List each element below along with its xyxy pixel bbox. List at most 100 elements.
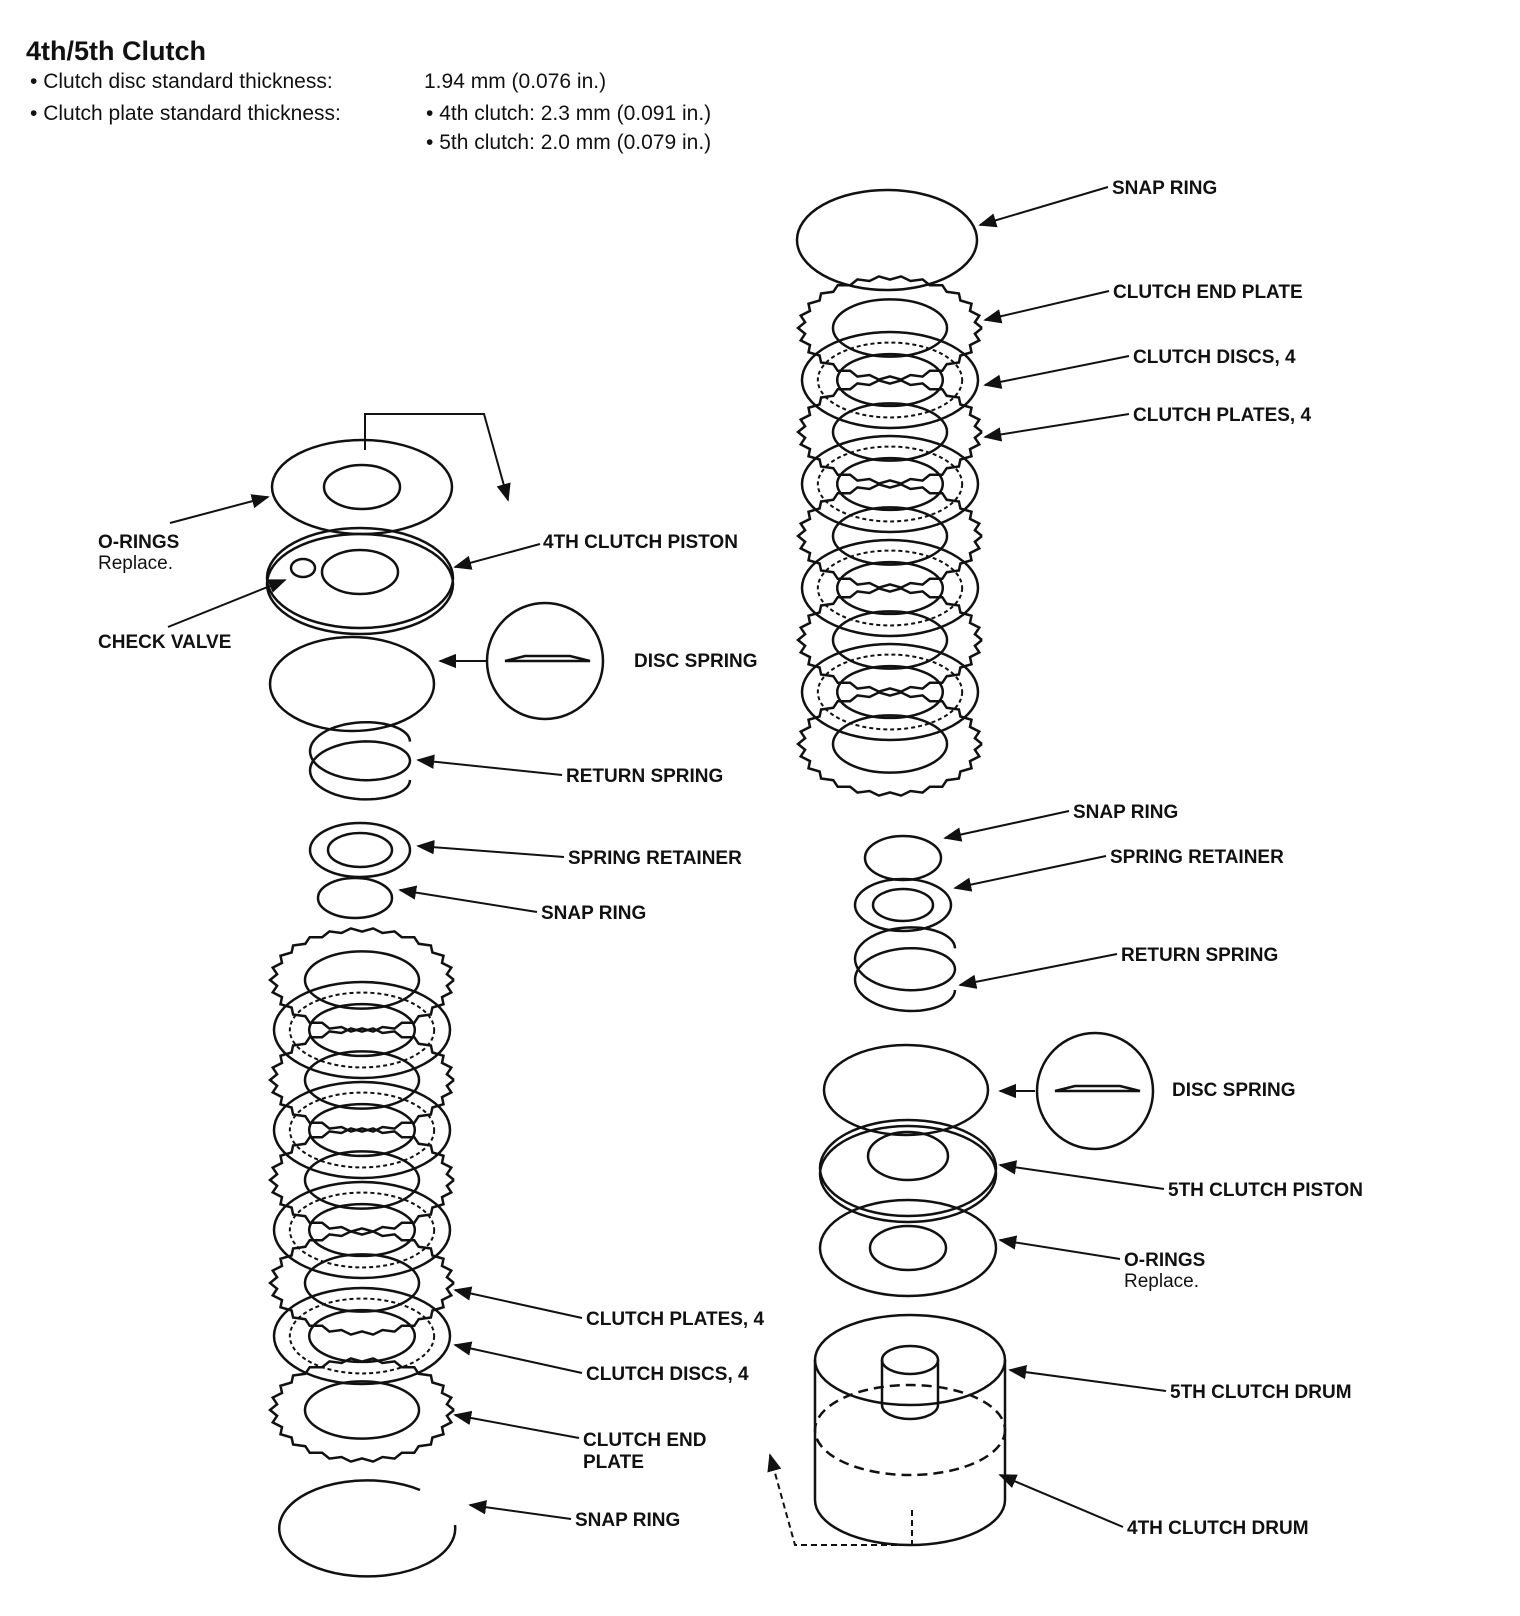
clutch-disc-left-3 [272, 1080, 452, 1180]
leader-4th-clutch-drum [998, 1474, 1124, 1528]
spec-plate-5th: • 5th clutch: 2.0 mm (0.079 in.) [426, 131, 711, 155]
label-return-spring-left: RETURN SPRING [566, 766, 724, 787]
clutch-disc-right-0 [800, 330, 980, 430]
clutch-plate-left-0 [268, 927, 455, 1033]
spec-plate-label: Clutch plate standard thickness: [43, 102, 341, 125]
leader-4th-clutch-piston [453, 543, 541, 570]
clutch-drum-body [813, 1360, 1007, 1547]
4th-clutch-piston-edge [265, 532, 455, 636]
clutch-disc-left-5-inner [307, 1202, 417, 1258]
label-clutch-end-plate-right: CLUTCH END PLATE [1113, 282, 1303, 303]
clutch-plate-left-8-inner [303, 1380, 421, 1440]
spec-plate-5th-value: 5th clutch: 2.0 mm (0.079 in.) [439, 131, 712, 154]
label-o-rings-right-note: Replace. [1124, 1271, 1199, 1292]
spec-plate-4th: • 4th clutch: 2.3 mm (0.091 in.) [426, 102, 711, 126]
clutch-disc-left-5 [272, 1180, 452, 1280]
label-clutch-discs-left: CLUTCH DISCS, 4 [586, 1364, 749, 1385]
right-clutch-stack [795, 188, 1155, 1547]
leader-o-rings-left [169, 494, 270, 524]
clutch-plate-right-5 [796, 587, 983, 693]
leader-clutch-end-plate-left [453, 1410, 580, 1439]
leader-check-valve [167, 579, 287, 628]
clutch-plate-left-4 [268, 1127, 455, 1233]
label-check-valve: CHECK VALVE [98, 632, 232, 653]
label-o-rings-left: O-RINGS [98, 532, 180, 553]
left-clutch-stack [265, 438, 605, 1578]
bullet: • [30, 102, 38, 125]
clutch-disc-right-2-inner [835, 456, 945, 512]
drum-hub [880, 1360, 940, 1421]
leader-5th-clutch-piston [998, 1160, 1165, 1190]
label-disc-spring-right: DISC SPRING [1172, 1080, 1296, 1101]
disc-spring-section-right [1054, 1084, 1141, 1093]
label-snap-ring-right-mid: SNAP RING [1073, 802, 1179, 823]
clutch-disc-left-1-inner [307, 1002, 417, 1058]
o-ring-outer-left [270, 438, 454, 536]
clutch-disc-left-7-inner [307, 1308, 417, 1364]
leader-clutch-plates-right [983, 413, 1130, 442]
label-4th-clutch-piston: 4TH CLUTCH PISTON [543, 532, 738, 553]
leader-clutch-discs-left [453, 1341, 583, 1374]
clutch-end-plate-right [796, 275, 983, 381]
4th-clutch-piston-bore [320, 548, 400, 596]
label-5th-clutch-drum: 5TH CLUTCH DRUM [1170, 1382, 1352, 1403]
leader-snap-ring-left-bottom [468, 1500, 572, 1520]
label-clutch-end-plate-left-2: PLATE [583, 1452, 644, 1473]
clutch-disc-right-6-inner [835, 664, 945, 720]
leader-return-spring-left [416, 754, 563, 776]
label-clutch-end-plate-left-1: CLUTCH END [583, 1430, 707, 1451]
snap-ring-right-top [795, 188, 979, 292]
label-spring-retainer-left: SPRING RETAINER [568, 848, 742, 869]
clutch-end-plate-right-inner [831, 298, 949, 358]
5th-clutch-piston-edge [818, 1124, 998, 1224]
spec-disc: • Clutch disc standard thickness: [30, 70, 333, 94]
label-5th-clutch-piston: 5TH CLUTCH PISTON [1168, 1180, 1363, 1201]
snap-ring-left-bottom [278, 1479, 457, 1578]
leader-clutch-end-plate-right [983, 290, 1110, 324]
drum-hub-top [880, 1344, 940, 1376]
spec-plate: • Clutch plate standard thickness: [30, 102, 341, 126]
leader-clutch-plates-left [453, 1286, 583, 1319]
leader-snap-ring-right-top [978, 186, 1109, 228]
clutch-disc-right-2-pad [816, 445, 964, 523]
clutch-disc-right-4 [800, 538, 980, 638]
page-title: 4th/5th Clutch [26, 36, 206, 66]
disc-spring-left [268, 635, 436, 733]
bullet: • [426, 131, 434, 154]
label-snap-ring-right-top: SNAP RING [1112, 178, 1218, 199]
o-ring-outer-right [818, 1198, 998, 1298]
leader-snap-ring-right-mid [943, 810, 1070, 842]
leader-5th-clutch-drum [1008, 1365, 1167, 1392]
label-o-rings-left-note: Replace. [98, 553, 173, 574]
snap-ring-left-mid [316, 876, 394, 920]
clutch-disc-left-7-pad [288, 1297, 436, 1375]
leader-snap-ring-left-mid [398, 885, 538, 913]
label-clutch-plates-right: CLUTCH PLATES, 4 [1133, 405, 1312, 426]
disc-spring-section-left [504, 654, 591, 663]
clutch-plate-left-4-inner [303, 1150, 421, 1210]
bullet: • [30, 70, 38, 93]
spec-disc-label: Clutch disc standard thickness: [43, 70, 333, 93]
return-spring-right [853, 926, 957, 1013]
label-clutch-discs-right: CLUTCH DISCS, 4 [1133, 347, 1296, 368]
spring-retainer-left [308, 821, 412, 879]
label-4th-clutch-drum: 4TH CLUTCH DRUM [1127, 1518, 1309, 1539]
clutch-disc-right-2 [800, 434, 980, 534]
5th-clutch-drum-top [813, 1313, 1007, 1407]
clutch-disc-left-3-pad [288, 1091, 436, 1169]
spec-plate-4th-value: 4th clutch: 2.3 mm (0.091 in.) [439, 102, 712, 125]
clutch-disc-right-0-pad [816, 341, 964, 419]
clutch-plate-right-3-inner [831, 506, 949, 566]
leader-spring-retainer-right [953, 855, 1107, 892]
clutch-disc-right-6-pad [816, 653, 964, 731]
clutch-disc-right-6 [800, 642, 980, 742]
clutch-plate-right-5-inner [831, 610, 949, 670]
clutch-disc-left-5-pad [288, 1191, 436, 1269]
disc-spring-right [822, 1043, 990, 1137]
o-ring-inner-left [322, 463, 402, 511]
clutch-disc-left-1 [272, 980, 452, 1080]
spring-retainer-right-inner [871, 887, 935, 923]
clutch-disc-left-3-inner [307, 1102, 417, 1158]
4th-clutch-piston [265, 526, 455, 630]
